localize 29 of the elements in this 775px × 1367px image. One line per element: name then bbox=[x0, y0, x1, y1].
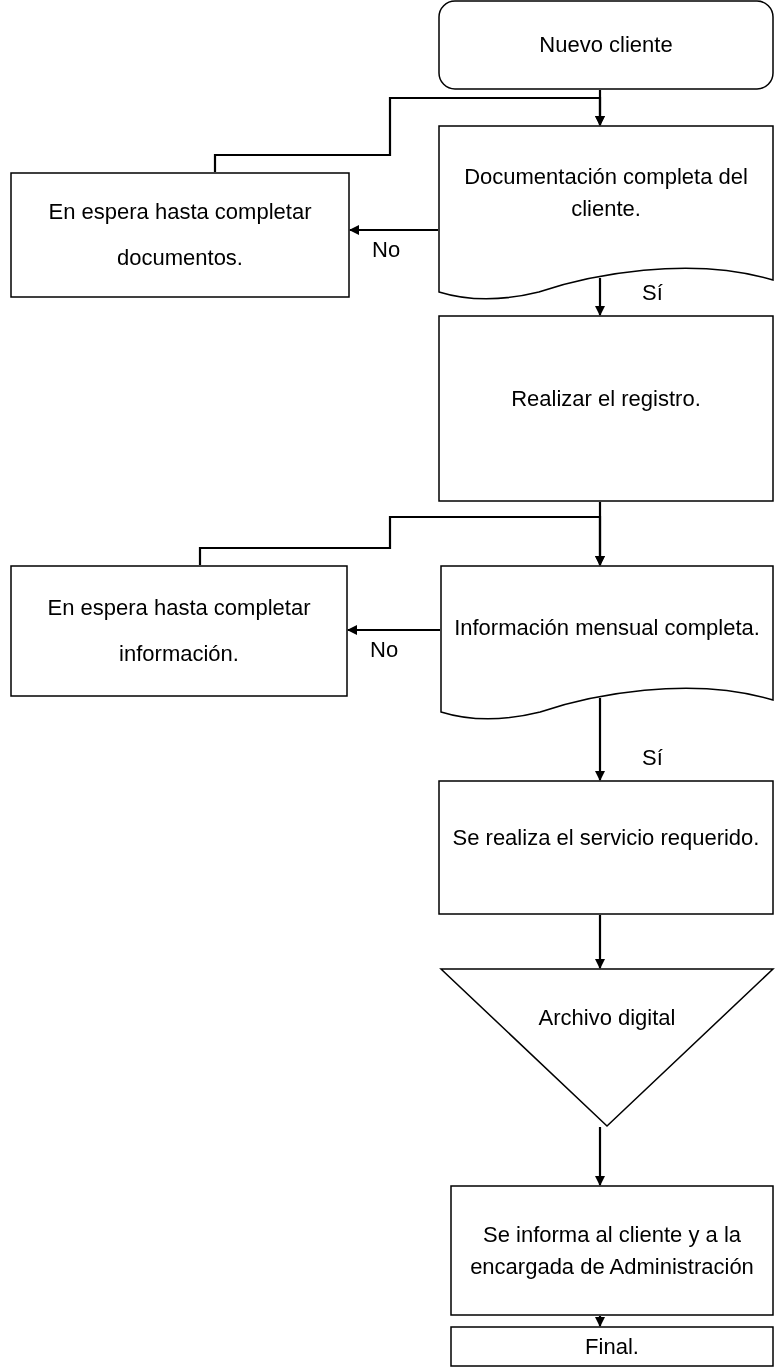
arrow bbox=[595, 278, 605, 316]
node-text: Nuevo cliente bbox=[538, 31, 674, 60]
node-text: Realizar el registro. bbox=[510, 384, 702, 413]
arrow bbox=[595, 915, 605, 969]
document-shape bbox=[438, 125, 774, 300]
process-box bbox=[10, 565, 348, 697]
arrow bbox=[349, 225, 438, 235]
process-box bbox=[10, 172, 350, 298]
arrow bbox=[213, 96, 605, 172]
arrow bbox=[595, 698, 605, 781]
arrow bbox=[595, 1127, 605, 1186]
arrow bbox=[198, 515, 605, 566]
node-text: Se realiza el servicio requerido. bbox=[451, 823, 761, 852]
process-box bbox=[450, 1326, 774, 1367]
node-text: Final. bbox=[584, 1332, 640, 1361]
start-terminal bbox=[438, 0, 774, 90]
process-box bbox=[438, 780, 774, 915]
node-text: Se informa al cliente y a la encargada de Administración bbox=[469, 1220, 755, 1281]
process-box bbox=[438, 315, 774, 502]
merge-triangle bbox=[440, 968, 774, 1127]
node-text: Documentación completa del cliente. bbox=[463, 162, 749, 223]
arrow bbox=[347, 625, 440, 635]
process-box bbox=[450, 1185, 774, 1316]
arrow bbox=[595, 1316, 605, 1327]
document-shape bbox=[440, 565, 774, 720]
node-text: Archivo digital bbox=[537, 1003, 677, 1032]
node-text: En espera hasta completar información. bbox=[46, 593, 312, 668]
node-text: En espera hasta completar documentos. bbox=[47, 197, 313, 272]
node-text: Información mensual completa. bbox=[453, 613, 761, 642]
